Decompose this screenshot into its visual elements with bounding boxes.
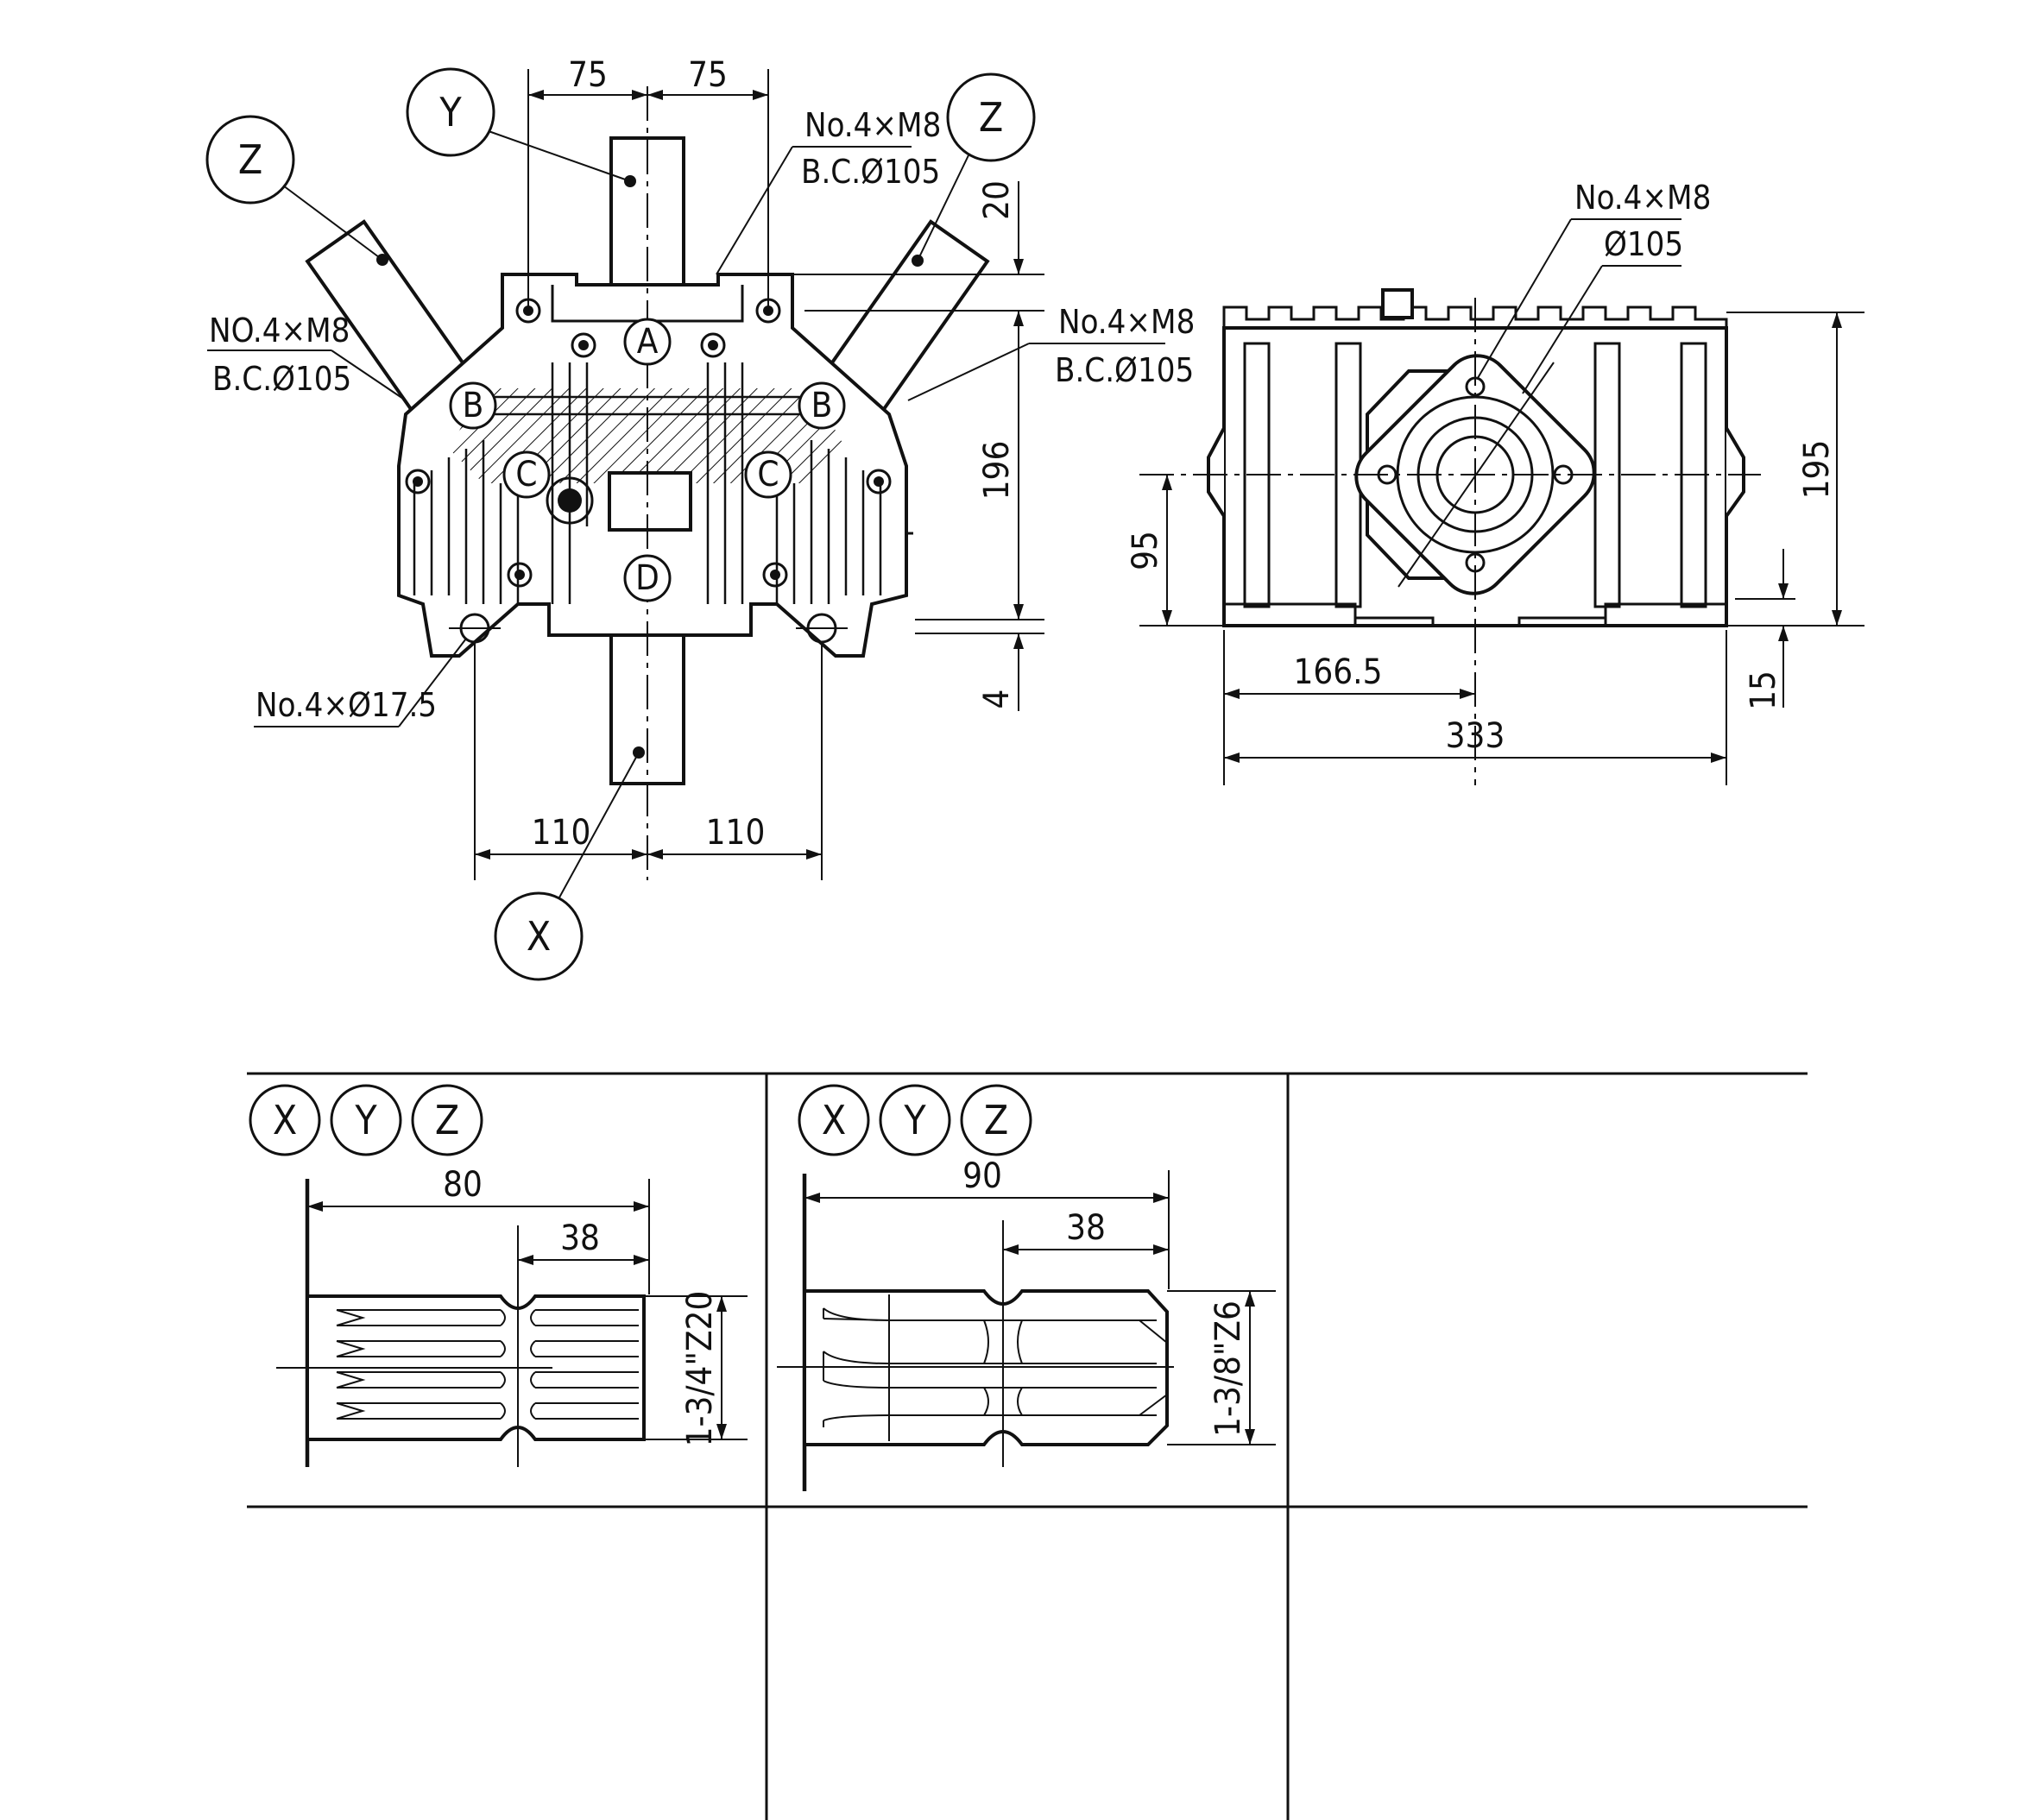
spline-teeth (336, 1309, 639, 1420)
svg-text:75: 75 (568, 55, 608, 95)
housing-bolts (405, 298, 892, 588)
svg-text:95: 95 (1126, 531, 1165, 570)
shaft-table (247, 1072, 1808, 1820)
svg-text:195: 195 (1797, 440, 1837, 500)
svg-text:15: 15 (1744, 671, 1783, 710)
bubble-x: X (494, 891, 584, 981)
port-d: D (623, 554, 672, 602)
tag-z: Z (411, 1084, 483, 1156)
svg-text:B.C.Ø105: B.C.Ø105 (801, 153, 940, 191)
note-side-flange: No.4×M8 Ø105 (1477, 179, 1711, 394)
svg-text:196: 196 (977, 441, 1017, 501)
tag-x: X (249, 1084, 321, 1156)
svg-text:Z: Z (435, 1097, 459, 1143)
svg-text:Z: Z (979, 94, 1003, 141)
svg-text:Z: Z (238, 136, 262, 183)
svg-text:B: B (463, 386, 484, 425)
note-mount-holes: No.4×Ø17.5 (254, 638, 467, 727)
tag-z: Z (960, 1084, 1032, 1156)
svg-text:Ø105: Ø105 (1604, 225, 1683, 263)
svg-text:38: 38 (560, 1219, 600, 1258)
port-b-right: B (798, 381, 846, 430)
svg-text:D: D (635, 558, 659, 598)
tag-y: Y (879, 1084, 951, 1156)
side-view: 195 95 15 166.5 333 No.4×M8 Ø105 (1126, 179, 1864, 785)
bubble-y: Y (406, 67, 495, 157)
svg-text:110: 110 (706, 813, 766, 853)
port-c-left: C (502, 450, 551, 499)
svg-text:No.4×M8: No.4×M8 (804, 106, 941, 144)
bubble-z-right: Z (946, 72, 1036, 162)
bubble-z-left: Z (205, 115, 295, 205)
svg-text:B.C.Ø105: B.C.Ø105 (212, 360, 351, 398)
svg-text:B.C.Ø105: B.C.Ø105 (1055, 351, 1194, 389)
svg-text:1-3/4"Z20: 1-3/4"Z20 (680, 1291, 720, 1447)
port-c-right: C (744, 450, 792, 499)
shaft-cell-2: X Y Z 90 38 1-3/8"Z6 (777, 1084, 1276, 1491)
tag-y: Y (330, 1084, 402, 1156)
dim-bottom-110: 110 110 (474, 642, 823, 880)
svg-text:C: C (515, 455, 537, 494)
note-left-bolt: NO.4×M8 B.C.Ø105 (207, 312, 407, 401)
svg-text:166.5: 166.5 (1294, 652, 1383, 692)
svg-text:Y: Y (903, 1097, 926, 1143)
svg-text:X: X (273, 1097, 297, 1143)
svg-text:No.4×M8: No.4×M8 (1058, 303, 1195, 341)
svg-text:B: B (811, 386, 833, 425)
svg-text:75: 75 (688, 55, 728, 95)
shaft-cell-1: X Y Z 80 38 1-3/4"Z20 (249, 1084, 748, 1467)
svg-text:4: 4 (977, 690, 1017, 709)
svg-text:Y: Y (354, 1097, 377, 1143)
note-top-bolt: No.4×M8 B.C.Ø105 (716, 106, 941, 275)
svg-text:80: 80 (443, 1165, 483, 1205)
svg-text:C: C (757, 455, 779, 494)
svg-text:X: X (527, 913, 551, 960)
svg-text:38: 38 (1066, 1208, 1106, 1248)
svg-text:No.4×Ø17.5: No.4×Ø17.5 (256, 686, 437, 724)
port-b-left: B (449, 381, 497, 430)
svg-text:A: A (637, 322, 659, 362)
svg-text:Y: Y (439, 89, 462, 135)
svg-text:333: 333 (1446, 716, 1505, 756)
port-a: A (623, 318, 672, 366)
front-view: A B B C C D Y Z Z X 75 75 110 (205, 55, 1195, 981)
svg-text:110: 110 (532, 813, 591, 853)
svg-text:No.4×M8: No.4×M8 (1574, 179, 1711, 217)
svg-text:20: 20 (977, 180, 1017, 220)
svg-text:NO.4×M8: NO.4×M8 (209, 312, 350, 350)
tag-x: X (798, 1084, 870, 1156)
svg-text:90: 90 (962, 1156, 1002, 1196)
note-right-bolt: No.4×M8 B.C.Ø105 (907, 303, 1195, 401)
svg-text:X: X (822, 1097, 846, 1143)
svg-text:1-3/8"Z6: 1-3/8"Z6 (1208, 1300, 1248, 1437)
svg-text:Z: Z (984, 1097, 1008, 1143)
dim-right-vertical: 20 196 4 (794, 180, 1044, 711)
dim-top-75: 75 75 (527, 55, 769, 311)
